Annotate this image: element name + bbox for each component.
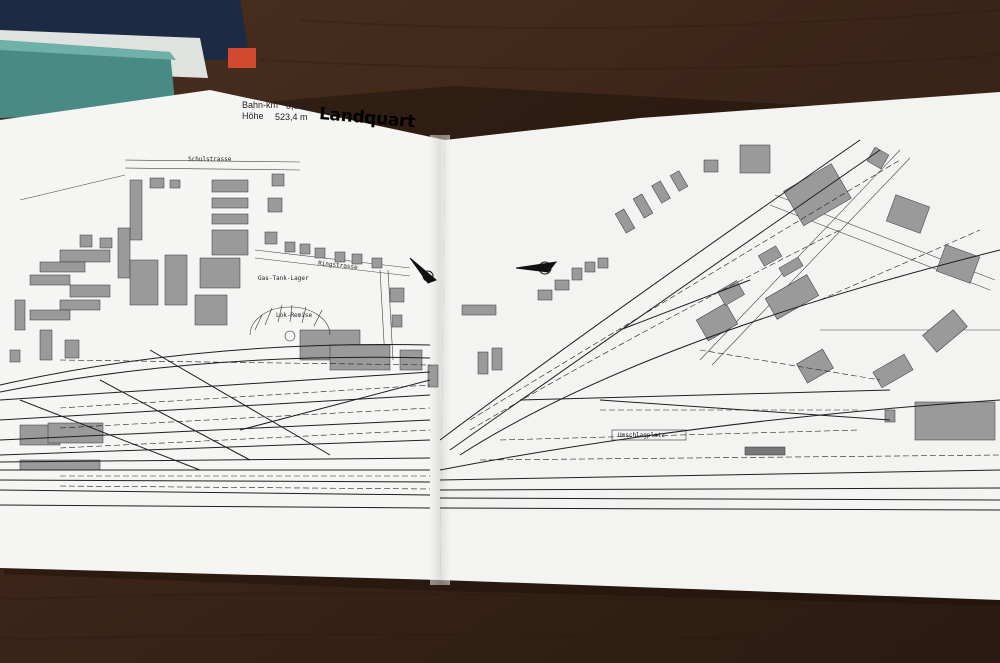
label-schulstrasse: Schulstrasse [188,156,232,163]
label-umschlagplatz: Umschlagplatz [618,432,665,439]
track-lines-right [439,139,1000,501]
label-gas-tank-lager: Gas-Tank-Lager [258,275,309,282]
height-value: 523,4 m [275,112,308,122]
book-gutter [430,135,450,585]
north-arrow-left-icon [409,257,437,284]
km-value: 0,000 [286,101,309,111]
sidings-right [469,159,1000,461]
track-edge-bottom [0,504,1000,511]
lok-remise [249,304,331,342]
buildings [9,144,996,471]
track-lines-left [0,344,431,496]
sidings-left [59,359,431,490]
left-page [0,90,445,580]
km-label: Bahn-km [242,100,279,110]
right-page [440,92,1000,600]
label-lok-remise: Lok-Remise [276,312,313,319]
height-label: Höhe [242,111,264,121]
north-arrow-right-icon [515,261,558,275]
umschlagplatz-box [611,429,687,441]
book-stack [0,0,256,118]
wood-grain [0,9,1000,651]
